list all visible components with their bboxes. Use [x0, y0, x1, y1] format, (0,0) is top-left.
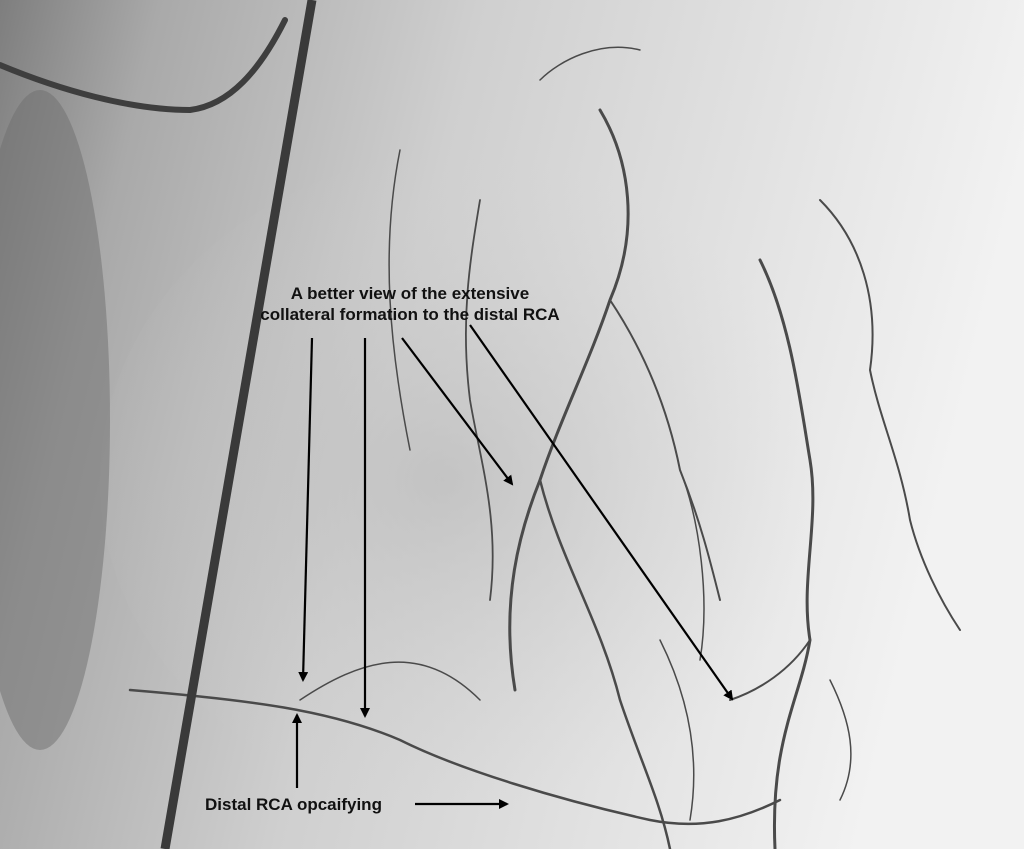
- arrow: [401, 337, 514, 486]
- annotation-line-1: A better view of the extensive: [290, 284, 530, 303]
- collateral-annotation: A better view of the extensive collatera…: [200, 283, 620, 325]
- heart-shadow: [100, 150, 860, 810]
- annotation-arrows: [292, 324, 734, 809]
- left-shadow: [0, 90, 110, 750]
- arrow: [469, 324, 734, 701]
- distal-rca-annotation: Distal RCA opcaifying: [205, 795, 382, 814]
- arrow: [298, 337, 314, 682]
- vessels: [0, 17, 961, 849]
- catheter: [160, 0, 317, 849]
- annotation-line-2: collateral formation to the distal RCA: [260, 305, 560, 324]
